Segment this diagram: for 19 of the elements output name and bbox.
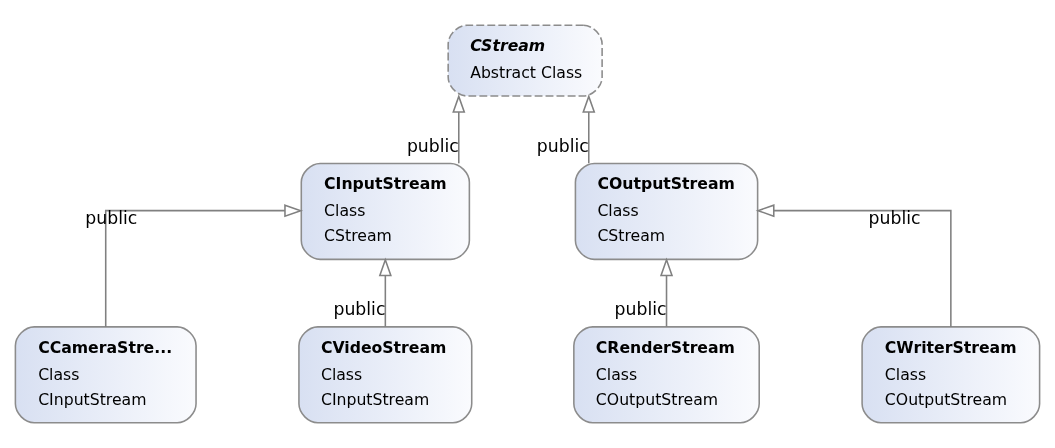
arrow bbox=[104, 204, 304, 328]
node-box: CInputStream Class CStream bbox=[300, 162, 471, 261]
edge-label: public bbox=[85, 208, 138, 229]
node-box: COutputStream Class CStream bbox=[574, 162, 759, 261]
arrow bbox=[659, 257, 674, 328]
edge-label: public bbox=[868, 208, 921, 229]
node-box: CCameraStre... Class CInputStream bbox=[14, 326, 197, 424]
arrow bbox=[582, 94, 596, 165]
node-box: CWriterStream Class COutputStream bbox=[861, 326, 1041, 424]
arrow bbox=[755, 204, 952, 328]
edge-label: public bbox=[536, 135, 589, 156]
arrow bbox=[378, 257, 392, 328]
arrow bbox=[452, 94, 466, 165]
edge-label: public bbox=[333, 298, 386, 319]
edge-label: public bbox=[614, 298, 667, 319]
node-box: CRenderStream Class COutputStream bbox=[573, 326, 760, 424]
node-box: CStream Abstract Class bbox=[447, 24, 603, 97]
node-box: CVideoStream Class CInputStream bbox=[298, 326, 473, 424]
edge-label: public bbox=[406, 135, 459, 156]
